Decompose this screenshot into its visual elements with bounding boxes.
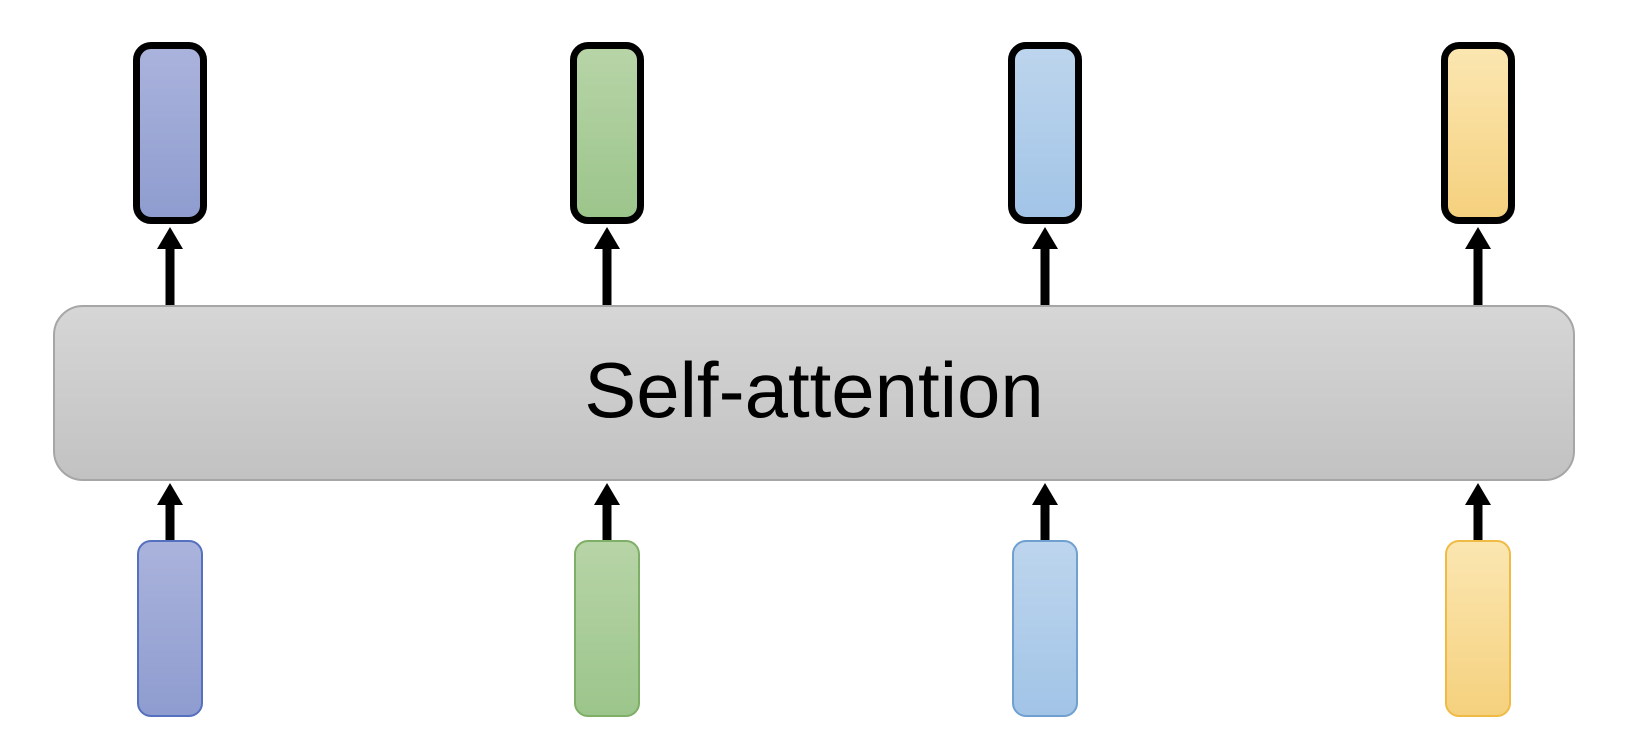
up-arrow-icon bbox=[594, 227, 620, 305]
token-column-3 bbox=[1005, 0, 1085, 756]
up-arrow-icon bbox=[594, 483, 620, 540]
arrow-shaft bbox=[1040, 501, 1050, 540]
arrow-head bbox=[594, 483, 620, 505]
arrow-head bbox=[1032, 227, 1058, 249]
arrow-shaft bbox=[602, 245, 612, 305]
up-arrow-icon bbox=[1032, 483, 1058, 540]
token-column-4 bbox=[1438, 0, 1518, 756]
output-token-3 bbox=[1008, 42, 1082, 224]
up-arrow-icon bbox=[157, 483, 183, 540]
arrow-head bbox=[157, 483, 183, 505]
input-token-1 bbox=[137, 540, 203, 717]
self-attention-label: Self-attention bbox=[584, 346, 1044, 434]
arrow-shaft bbox=[1473, 245, 1483, 305]
output-token-4 bbox=[1441, 42, 1515, 224]
token-column-2 bbox=[567, 0, 647, 756]
arrow-shaft bbox=[1473, 501, 1483, 540]
arrow-head bbox=[1465, 227, 1491, 249]
arrow-head bbox=[1465, 483, 1491, 505]
self-attention-block: Self-attention bbox=[53, 305, 1575, 481]
output-token-2 bbox=[570, 42, 644, 224]
up-arrow-icon bbox=[1465, 227, 1491, 305]
arrow-shaft bbox=[165, 501, 175, 540]
arrow-head bbox=[594, 227, 620, 249]
output-token-1 bbox=[133, 42, 207, 224]
token-column-1 bbox=[130, 0, 210, 756]
input-token-3 bbox=[1012, 540, 1078, 717]
arrow-shaft bbox=[1040, 245, 1050, 305]
input-token-4 bbox=[1445, 540, 1511, 717]
up-arrow-icon bbox=[1465, 483, 1491, 540]
arrow-head bbox=[157, 227, 183, 249]
up-arrow-icon bbox=[157, 227, 183, 305]
up-arrow-icon bbox=[1032, 227, 1058, 305]
arrow-shaft bbox=[165, 245, 175, 305]
arrow-head bbox=[1032, 483, 1058, 505]
input-token-2 bbox=[574, 540, 640, 717]
arrow-shaft bbox=[602, 501, 612, 540]
